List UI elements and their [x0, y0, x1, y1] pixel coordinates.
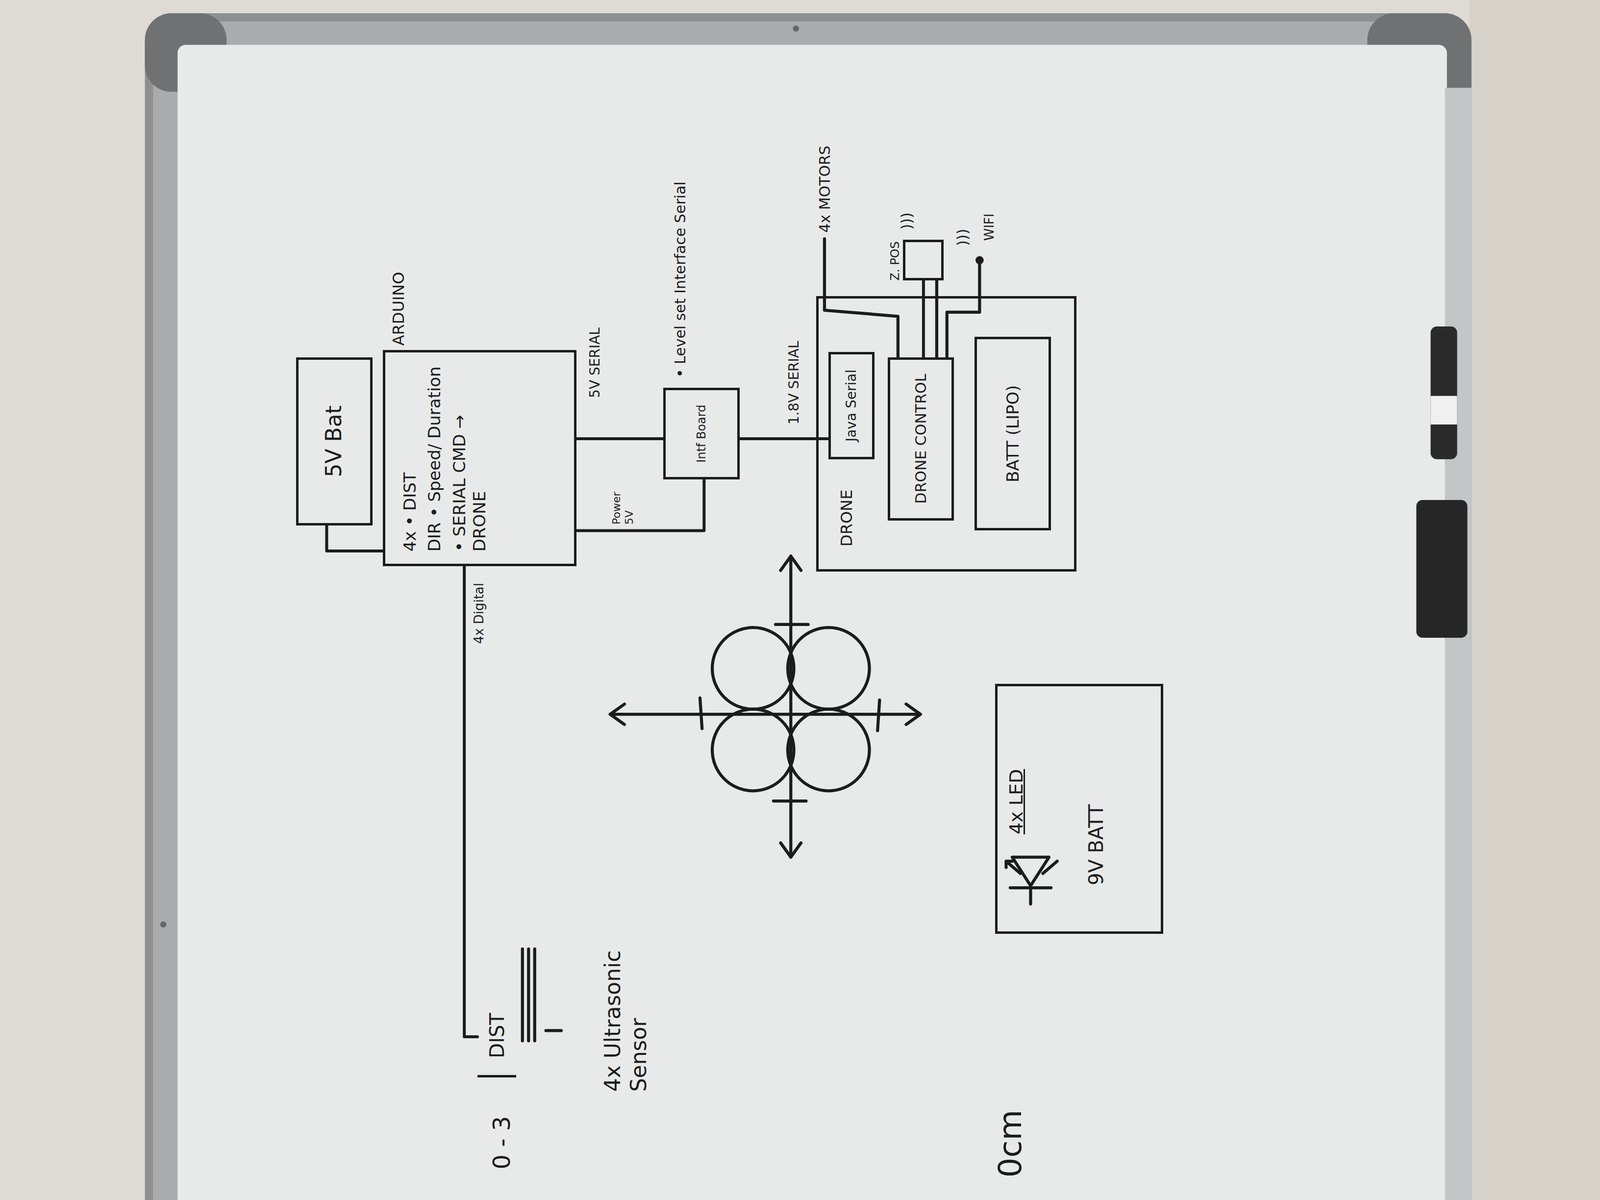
node-text: Z. POS	[888, 241, 903, 281]
axis-arrowhead	[780, 555, 801, 571]
node-text: 4x LED	[1005, 769, 1028, 835]
axis-tick	[775, 623, 809, 626]
ultrasonic-sensor: DIST	[477, 996, 517, 1078]
axis-line	[789, 555, 793, 857]
node-text: ARDUINO	[389, 272, 408, 347]
wire-connector	[576, 479, 704, 531]
battery-box: 5V Bat	[296, 357, 373, 526]
screw	[160, 921, 167, 928]
propeller	[712, 627, 795, 710]
note-label: 0cm	[991, 1109, 1030, 1178]
wire-connector	[739, 437, 829, 441]
axis-arrowhead	[905, 703, 921, 725]
signal-label: 4x Digital	[471, 582, 487, 645]
signal-label: 1.8V SERIAL	[785, 340, 803, 425]
node-text: Java Serial	[843, 369, 860, 442]
note-label: • Level set Interface Serial	[671, 168, 690, 378]
node-text: DIR • Speed/ Duration	[424, 366, 445, 552]
note-label: )))	[953, 228, 972, 247]
marker-tray	[1445, 87, 1472, 1200]
axis-arrowhead	[780, 842, 801, 857]
sensor-bar	[526, 949, 530, 1041]
node-text: • SERIAL CMD → DRONE	[449, 364, 490, 552]
sensor-bar	[533, 949, 537, 1041]
marker-pen	[1430, 326, 1457, 460]
propeller	[712, 709, 795, 792]
wire-connector	[326, 525, 383, 551]
node-text: DRONE	[837, 489, 856, 547]
wire-connector	[922, 280, 925, 358]
led-battery-box: 4x LED 9V BATT	[995, 683, 1164, 934]
wifi-dot	[975, 255, 984, 265]
signal-label: Power 5V	[610, 477, 637, 525]
note-label: 0 - 3	[487, 1116, 517, 1170]
note-label: WIFI	[981, 213, 998, 241]
note-label: )))	[898, 212, 916, 230]
led-ray	[1005, 861, 1021, 874]
axis-tick	[773, 799, 807, 803]
marker-band	[1430, 396, 1457, 425]
node-text: DIST	[485, 1012, 509, 1058]
java-serial-box: Java Serial	[828, 351, 875, 460]
led-ray	[1042, 861, 1057, 874]
drone-control-box: DRONE CONTROL	[887, 357, 954, 521]
wire-connector	[576, 437, 664, 441]
arduino-box: ARDUINO4x • DISTDIR • Speed/ Duration• S…	[382, 350, 577, 567]
node-text: Intf Board	[694, 404, 709, 463]
led-lead	[1028, 887, 1032, 904]
board-frame	[145, 13, 1472, 1200]
propeller	[787, 709, 870, 792]
node-text: 4x • DIST	[400, 472, 421, 552]
board-surface	[177, 45, 1448, 1200]
lipo-battery-box: BATT (LIPO)	[974, 336, 1051, 531]
screw	[792, 25, 799, 32]
node-text: 9V BATT	[1084, 804, 1108, 886]
axis-tick	[700, 698, 702, 729]
wall-shade	[1469, 0, 1600, 1200]
interface-board: Intf Board	[663, 387, 740, 480]
note-label: 4x MOTORS	[816, 145, 834, 233]
eraser	[1416, 500, 1468, 638]
note-label: 4x Ultrasonic Sensor	[600, 887, 652, 1092]
axis-tick	[877, 700, 880, 731]
sensor-tick	[546, 1028, 562, 1032]
sensor-wire	[935, 280, 939, 357]
node-text: BATT (LIPO)	[1002, 384, 1024, 482]
sensor-bar	[521, 949, 525, 1041]
drone-box: DRONE Java Serial DRONE CONTROL BATT (LIPO)	[816, 296, 1077, 572]
node-text: 5V Bat	[321, 405, 348, 477]
board-frame-inner	[152, 21, 1464, 1200]
z-pos-sensor: Z. POS	[902, 239, 944, 281]
propeller	[787, 627, 870, 710]
axis-arrowhead	[610, 703, 625, 725]
node-text: DRONE CONTROL	[912, 374, 930, 504]
signal-label: 5V SERIAL	[586, 327, 604, 399]
axis-line	[610, 712, 921, 716]
